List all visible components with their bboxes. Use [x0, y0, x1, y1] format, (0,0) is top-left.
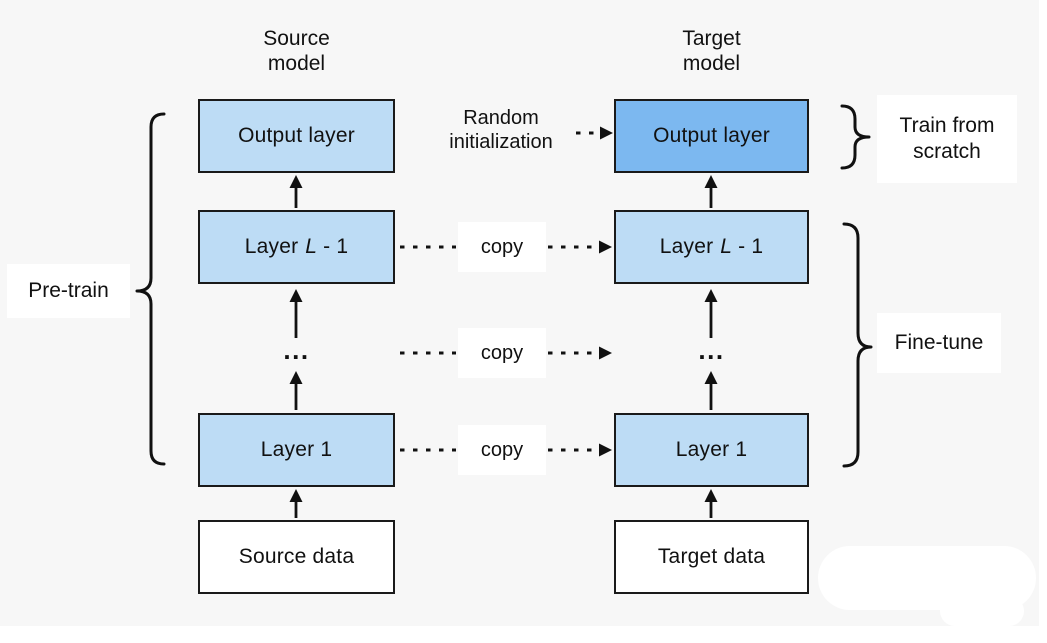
- target-output-layer-box: Output layer: [614, 99, 809, 173]
- target-ellipsis: ...: [698, 334, 725, 365]
- pretrain-brace: [135, 112, 166, 466]
- right-edge-strip: [1039, 0, 1047, 643]
- source-output-layer-label: Output layer: [238, 124, 355, 147]
- train-from-scratch-line1: Train from: [899, 114, 995, 137]
- source-layer-1-box: Layer 1: [198, 413, 395, 487]
- source-model-title-line1: Source: [263, 27, 330, 50]
- source-data-box: Source data: [198, 520, 395, 594]
- copy-arrow-layer-l-1: [400, 240, 612, 254]
- train-from-scratch-line2: scratch: [913, 140, 981, 163]
- target-column-arrows: [704, 175, 718, 518]
- target-layer-1-label: Layer 1: [675, 438, 748, 461]
- target-model-title: Target model: [614, 26, 809, 76]
- train-from-scratch-label: Train from scratch: [877, 95, 1017, 183]
- target-output-layer-label: Output layer: [653, 124, 770, 147]
- copy-label-middle: copy: [458, 328, 546, 378]
- copy-label-layer-1: copy: [458, 425, 546, 475]
- watermark-smudge-small: [940, 596, 1024, 626]
- source-data-label: Source data: [238, 545, 355, 568]
- random-init-arrow: [576, 126, 613, 140]
- random-initialization-line2: initialization: [449, 131, 553, 153]
- train-scratch-brace: [840, 104, 871, 170]
- source-layer-1-label: Layer 1: [260, 438, 333, 461]
- source-model-title: Source model: [198, 26, 395, 76]
- target-model-title-line2: model: [682, 52, 741, 75]
- target-model-title-line1: Target: [682, 27, 741, 50]
- finetune-label: Fine-tune: [877, 313, 1001, 373]
- source-ellipsis: ...: [283, 334, 310, 365]
- target-layer-1-box: Layer 1: [614, 413, 809, 487]
- target-data-label: Target data: [657, 545, 766, 568]
- copy-arrow-middle: [400, 346, 612, 360]
- source-column-arrows: [289, 175, 303, 518]
- target-data-box: Target data: [614, 520, 809, 594]
- bottom-edge-strip: [0, 626, 1047, 643]
- finetune-brace: [842, 222, 873, 468]
- pretrain-label: Pre-train: [7, 264, 130, 318]
- copy-arrow-layer-1: [400, 443, 612, 457]
- random-initialization-line1: Random: [463, 107, 539, 129]
- copy-label-layer-l-1: copy: [458, 222, 546, 272]
- source-model-title-line2: model: [267, 52, 326, 75]
- random-initialization-label: Random initialization: [428, 106, 574, 154]
- source-output-layer-box: Output layer: [198, 99, 395, 173]
